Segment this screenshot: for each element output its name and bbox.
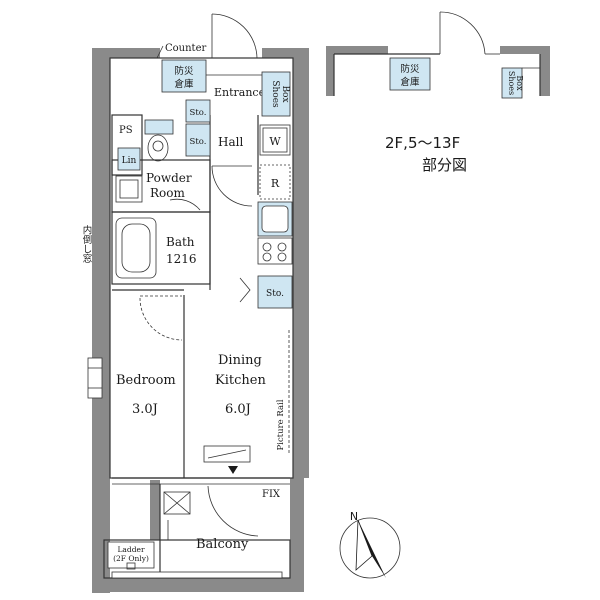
inner-window-label: 内倒し窓 bbox=[81, 224, 93, 263]
storage-lower-label: Sto. bbox=[190, 137, 207, 147]
storage-upper bbox=[185, 99, 211, 123]
inset-fire-storage-label-2: 倉庫 bbox=[400, 76, 420, 88]
ladder-box bbox=[107, 541, 155, 569]
compass: N bbox=[339, 510, 401, 579]
washer-label: W bbox=[269, 135, 281, 148]
inset-caption: 部分図 bbox=[422, 156, 467, 174]
bedroom-label: Bedroom bbox=[116, 373, 176, 388]
balcony-label: Balcony bbox=[196, 537, 249, 552]
fire-storage-label-1: 防災 bbox=[174, 65, 194, 77]
inset-shoes-label-2: Box bbox=[515, 75, 524, 91]
hall-door-arc bbox=[211, 165, 253, 207]
counter-callout: Counter bbox=[156, 43, 206, 59]
fix-label: FIX bbox=[262, 489, 281, 500]
bedroom-door-arc bbox=[139, 297, 183, 341]
kitchen-storage-label: Sto. bbox=[266, 289, 284, 299]
powder-label-2: Room bbox=[150, 186, 185, 200]
ps-outline bbox=[111, 114, 143, 176]
washer bbox=[259, 124, 291, 156]
powder-label-1: Powder bbox=[146, 171, 192, 185]
inset-shoes-box bbox=[501, 67, 523, 99]
left-wall bbox=[92, 48, 110, 593]
storage-upper-label: Sto. bbox=[190, 108, 207, 118]
dining-size: 6.0J bbox=[225, 402, 251, 417]
bottom-wall bbox=[104, 578, 304, 592]
counter-label: Counter bbox=[165, 43, 206, 54]
outdoor-unit bbox=[163, 491, 191, 515]
balcony-drain bbox=[167, 520, 178, 541]
storage-lower bbox=[185, 123, 211, 157]
fire-storage bbox=[161, 59, 207, 93]
right-wall-lower bbox=[290, 478, 304, 578]
balcony-door-arc bbox=[207, 485, 259, 537]
fridge-label: R bbox=[271, 177, 280, 190]
north-label: N bbox=[350, 510, 358, 523]
left-window bbox=[87, 357, 103, 399]
inset-fire-storage bbox=[389, 57, 431, 91]
kitchen-storage bbox=[257, 275, 293, 309]
bath-label-2: 1216 bbox=[166, 252, 197, 266]
storage-door-mark bbox=[239, 277, 251, 303]
shoes-box bbox=[261, 71, 291, 117]
entrance-door bbox=[211, 13, 262, 59]
balcony-left-wall bbox=[150, 480, 160, 540]
linen-label: Lin bbox=[122, 156, 137, 166]
bathtub bbox=[115, 217, 157, 279]
entrance-label: Entrance bbox=[214, 86, 265, 99]
linen-storage bbox=[117, 147, 141, 171]
shoes-box-label-1: Shoes bbox=[270, 80, 280, 108]
top-wall-right bbox=[262, 48, 293, 58]
shoes-box-label-2: Box bbox=[280, 85, 290, 102]
north-arrow-icon bbox=[358, 520, 386, 578]
washbasin bbox=[115, 175, 143, 203]
exterior-walls bbox=[92, 48, 309, 593]
ac-arrow-icon bbox=[228, 466, 238, 474]
ladder-label-1: Ladder bbox=[117, 545, 144, 554]
top-wall-left bbox=[110, 48, 160, 58]
bedroom-size: 3.0J bbox=[132, 402, 158, 417]
ladder-label-2: (2F Only) bbox=[113, 554, 149, 563]
balcony-railing bbox=[111, 571, 283, 579]
dining-label-1: Dining bbox=[218, 353, 262, 368]
compass-ring bbox=[339, 517, 401, 579]
kitchen-counter bbox=[257, 201, 293, 265]
inset-fire-storage-label-1: 防災 bbox=[400, 63, 420, 75]
inset-shoes-label-1: Shoes bbox=[507, 71, 516, 95]
fridge bbox=[259, 164, 291, 200]
hall-label: Hall bbox=[218, 135, 243, 149]
inset-plan: 防災 倉庫 Shoes Box bbox=[326, 11, 550, 99]
ps-label: PS bbox=[119, 125, 133, 136]
dining-label-2: Kitchen bbox=[215, 373, 266, 388]
bath-label-1: Bath bbox=[166, 235, 195, 249]
inset-floors-label: 2F,5～13F bbox=[385, 134, 460, 152]
toilet bbox=[144, 119, 174, 162]
fire-storage-label-2: 倉庫 bbox=[174, 78, 194, 90]
powder-door-arc bbox=[169, 198, 201, 211]
right-wall bbox=[293, 48, 309, 478]
picture-rail-label: Picture Rail bbox=[276, 399, 286, 450]
